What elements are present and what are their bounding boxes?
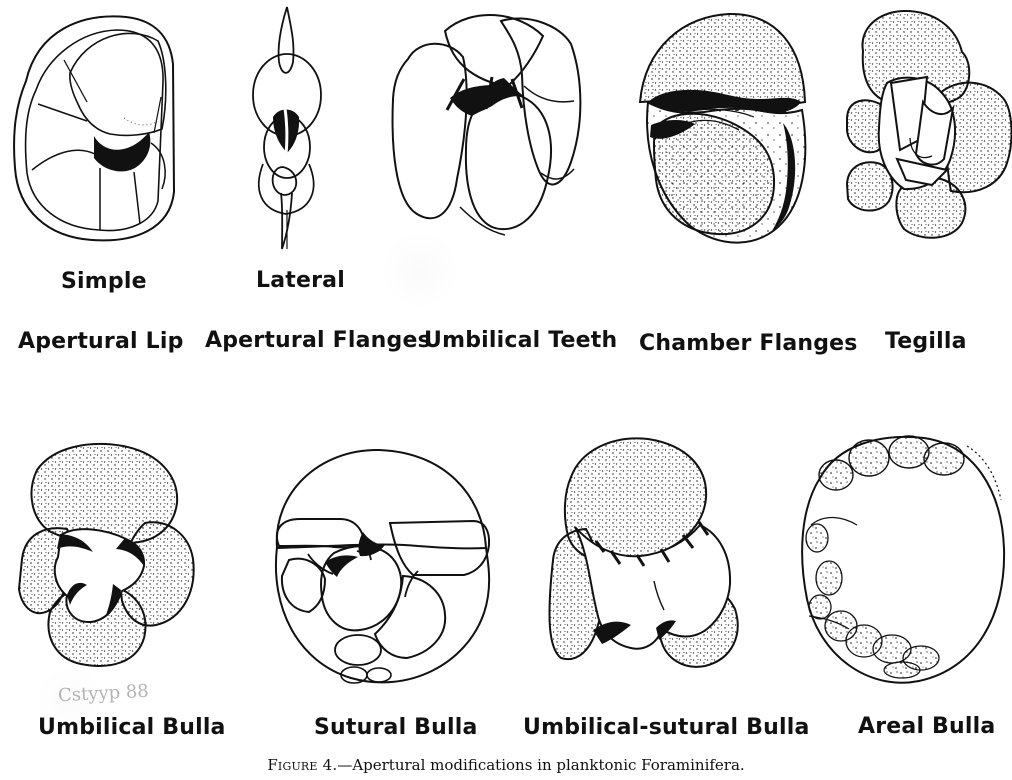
tegilla-label: Tegilla <box>885 329 967 354</box>
sutural-bulla-label: Sutural Bulla <box>314 715 478 740</box>
umbilical-bulla-label: Umbilical Bulla <box>38 715 226 740</box>
chamber-flanges-illustration <box>633 11 813 251</box>
tegilla-illustration <box>843 6 1012 242</box>
caption-prefix: Figure 4. <box>267 756 338 774</box>
umbilical-bulla-illustration <box>17 439 196 669</box>
umbilical-teeth-illustration <box>390 11 584 236</box>
caption-text: —Apertural modifications in planktonic F… <box>337 756 745 774</box>
areal-bulla-illustration <box>799 430 1006 684</box>
handwritten-note: Cstyyp 88 <box>57 680 150 707</box>
simple-apertural-lip-illustration <box>8 8 178 243</box>
figure-caption: Figure 4.—Apertural modifications in pla… <box>0 758 1012 773</box>
apertural-lip-label: Apertural Lip <box>18 329 184 354</box>
simple-label: Simple <box>61 269 147 294</box>
umbilical-sutural-bulla-illustration <box>545 434 740 672</box>
umbilical-teeth-label: Umbilical Teeth <box>424 328 618 353</box>
lateral-apertural-flanges-illustration <box>245 5 330 250</box>
umbilical-sutural-bulla-label: Umbilical-sutural Bulla <box>523 715 810 740</box>
sutural-bulla-illustration <box>264 444 496 684</box>
apertural-flanges-label: Apertural Flanges <box>205 328 431 353</box>
chamber-flanges-label: Chamber Flanges <box>639 331 858 356</box>
lateral-label: Lateral <box>256 268 345 293</box>
areal-bulla-label: Areal Bulla <box>858 714 996 739</box>
